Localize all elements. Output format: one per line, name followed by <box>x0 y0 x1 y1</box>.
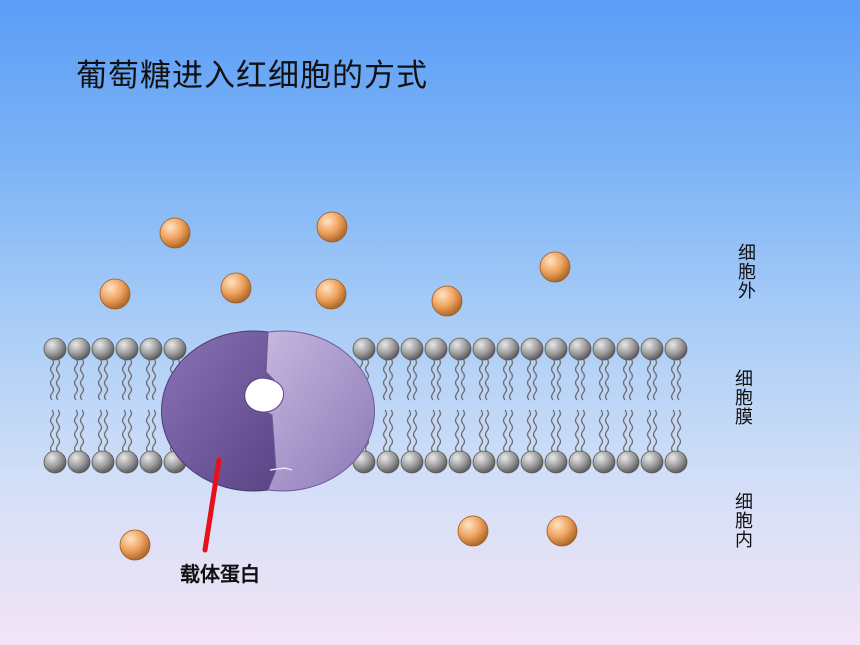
phospholipid-head-outer <box>472 337 496 361</box>
carrier-protein-left-half <box>160 330 277 492</box>
glucose-molecule-outside <box>159 217 191 249</box>
phospholipid-head-outer <box>640 337 664 361</box>
phospholipid-head-inner <box>448 450 472 474</box>
carrier-protein-channel <box>244 377 284 413</box>
glucose-molecule-outside <box>99 278 131 310</box>
phospholipid-head-inner <box>43 450 67 474</box>
glucose-molecule-inside <box>546 515 578 547</box>
phospholipid-head-outer <box>544 337 568 361</box>
carrier-pointer-line <box>202 457 222 553</box>
phospholipid-head-inner <box>91 450 115 474</box>
phospholipid-head-inner <box>496 450 520 474</box>
phospholipid-head-outer <box>664 337 688 361</box>
phospholipid-head-inner <box>568 450 592 474</box>
phospholipid-head-outer <box>568 337 592 361</box>
phospholipid-head-outer <box>496 337 520 361</box>
phospholipid-head-inner <box>544 450 568 474</box>
phospholipid-head-inner <box>424 450 448 474</box>
phospholipid-head-outer <box>448 337 472 361</box>
carrier-protein-right-half <box>261 330 376 492</box>
glucose-molecule-inside <box>119 529 151 561</box>
phospholipid-head-inner <box>592 450 616 474</box>
phospholipid-heads <box>43 337 688 474</box>
phospholipid-head-outer <box>592 337 616 361</box>
slide-title: 葡萄糖进入红细胞的方式 <box>76 58 428 94</box>
phospholipid-head-inner <box>376 450 400 474</box>
phospholipid-head-inner <box>67 450 91 474</box>
phospholipid-head-outer <box>139 337 163 361</box>
phospholipid-head-outer <box>400 337 424 361</box>
phospholipid-head-outer <box>67 337 91 361</box>
phospholipid-head-outer <box>91 337 115 361</box>
phospholipid-head-outer <box>376 337 400 361</box>
phospholipid-head-inner <box>616 450 640 474</box>
phospholipid-head-outer <box>520 337 544 361</box>
phospholipid-head-outer <box>115 337 139 361</box>
glucose-molecule-outside <box>315 278 347 310</box>
lipid-tails <box>49 358 682 453</box>
phospholipid-head-inner <box>520 450 544 474</box>
phospholipid-head-outer <box>352 337 376 361</box>
phospholipid-head-inner <box>400 450 424 474</box>
phospholipid-head-outer <box>43 337 67 361</box>
glucose-molecule-outside <box>220 272 252 304</box>
phospholipid-head-inner <box>115 450 139 474</box>
label-inside: 细胞内 <box>735 492 753 551</box>
phospholipid-head-inner <box>640 450 664 474</box>
phospholipid-head-outer <box>616 337 640 361</box>
glucose-molecule-outside <box>316 211 348 243</box>
glucose-molecule-inside <box>457 515 489 547</box>
glucose-molecules <box>99 211 578 561</box>
phospholipid-head-outer <box>163 337 187 361</box>
phospholipid-head-outer <box>424 337 448 361</box>
phospholipid-head-inner <box>472 450 496 474</box>
label-membrane: 细胞膜 <box>735 369 753 428</box>
glucose-molecule-outside <box>539 251 571 283</box>
carrier-protein <box>160 330 376 492</box>
label-outside: 细胞外 <box>738 243 756 302</box>
glucose-molecule-outside <box>431 285 463 317</box>
phospholipid-head-inner <box>139 450 163 474</box>
phospholipid-head-inner <box>664 450 688 474</box>
carrier-protein-label: 载体蛋白 <box>180 562 260 586</box>
